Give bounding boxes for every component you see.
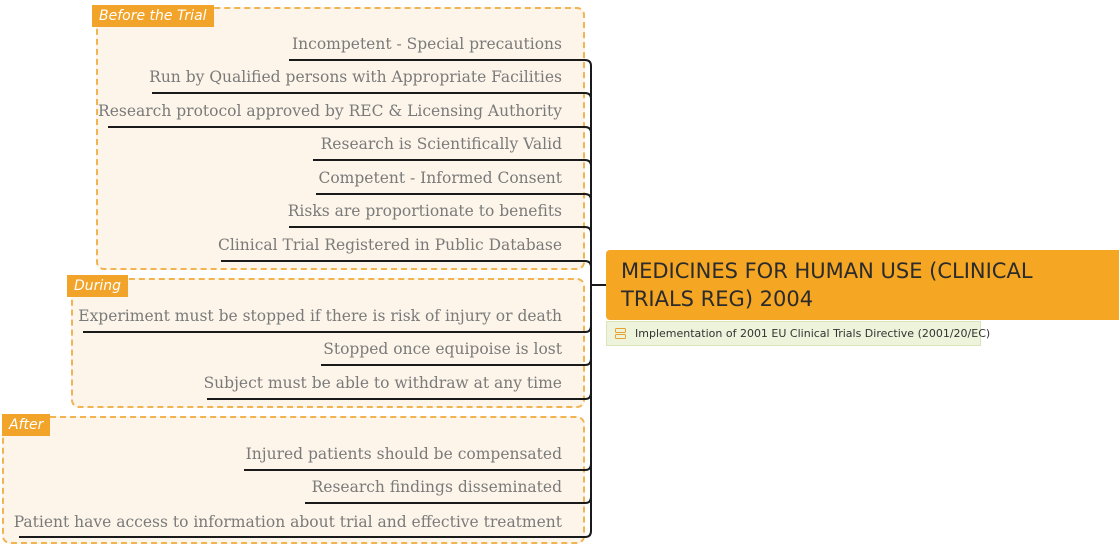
topic-findings-disseminated[interactable]: Research findings disseminated [311, 478, 562, 496]
topic-equipoise-lost[interactable]: Stopped once equipoise is lost [323, 340, 562, 358]
note-implementation[interactable]: Implementation of 2001 EU Clinical Trial… [606, 321, 990, 346]
topic-qualified-persons[interactable]: Run by Qualified persons with Appropriat… [149, 68, 562, 86]
central-topic[interactable]: MEDICINES FOR HUMAN USE (CLINICAL TRIALS… [606, 250, 1119, 320]
note-text: Implementation of 2001 EU Clinical Trial… [635, 327, 991, 340]
topic-risks-proportionate[interactable]: Risks are proportionate to benefits [287, 202, 562, 220]
topic-incompetent-precautions[interactable]: Incompetent - Special precautions [292, 35, 562, 53]
list-icon [615, 328, 626, 339]
group-label-before[interactable]: Before the Trial [92, 5, 214, 27]
topic-compensated[interactable]: Injured patients should be compensated [245, 445, 562, 463]
topic-withdraw-any-time[interactable]: Subject must be able to withdraw at any … [203, 374, 562, 392]
group-after-box [2, 416, 585, 544]
topic-access-information[interactable]: Patient have access to information about… [13, 513, 562, 531]
group-label-during[interactable]: During [67, 275, 129, 297]
topic-informed-consent[interactable]: Competent - Informed Consent [318, 169, 562, 187]
topic-experiment-stopped-risk[interactable]: Experiment must be stopped if there is r… [78, 307, 562, 325]
topic-scientifically-valid[interactable]: Research is Scientifically Valid [320, 135, 562, 153]
topic-protocol-approved[interactable]: Research protocol approved by REC & Lice… [98, 102, 562, 120]
group-during-box [71, 278, 585, 408]
group-label-after[interactable]: After [2, 414, 51, 436]
topic-trial-registered[interactable]: Clinical Trial Registered in Public Data… [217, 236, 562, 254]
